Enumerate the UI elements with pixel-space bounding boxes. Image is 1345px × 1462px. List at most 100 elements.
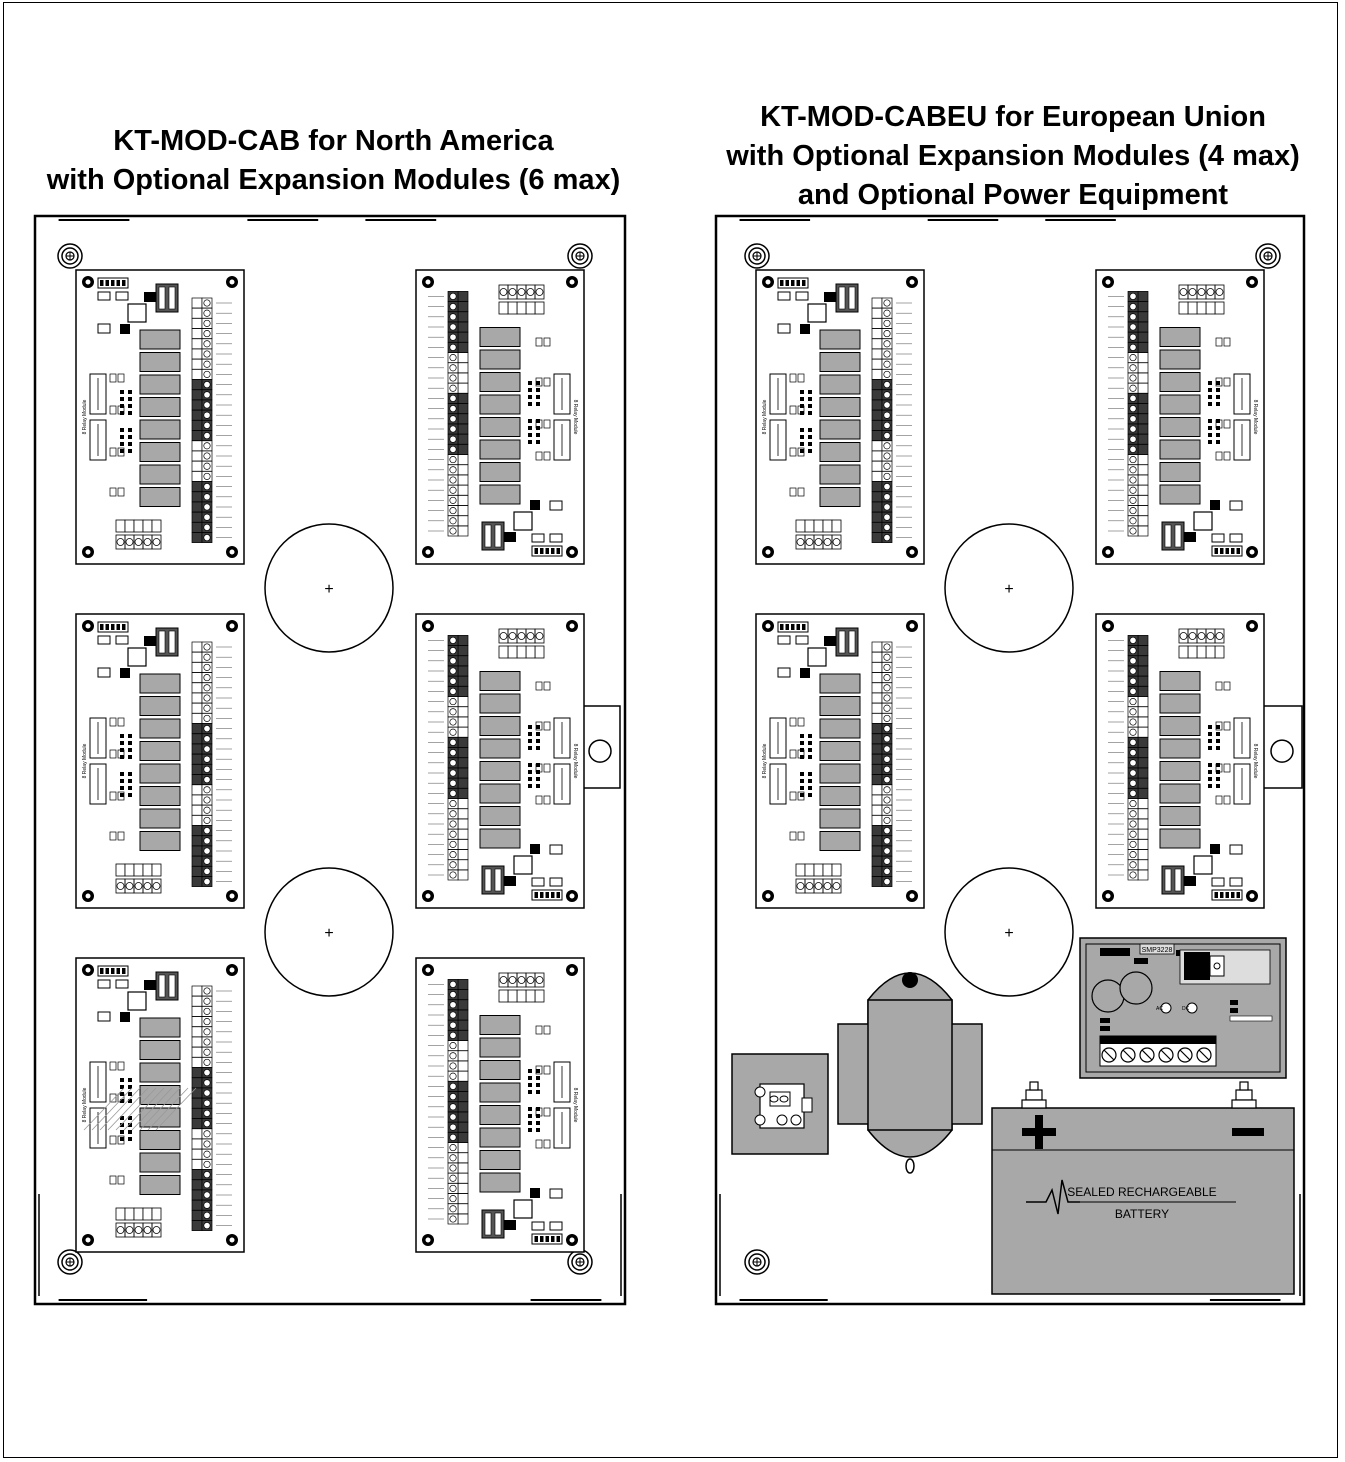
terminal-screw xyxy=(115,519,126,533)
relay xyxy=(479,806,521,826)
cabinet-title-eu-line3: and Optional Power Equipment xyxy=(797,179,1229,211)
terminal-cell xyxy=(191,297,203,309)
terminal-cell xyxy=(191,1057,203,1068)
terminal-cell xyxy=(871,460,883,472)
module-label: 8 Relay Module xyxy=(572,1088,578,1123)
relay xyxy=(819,786,861,806)
terminal-cell xyxy=(457,342,469,353)
terminal-cell xyxy=(1137,757,1149,769)
terminal-cell xyxy=(871,713,883,724)
terminal-cell xyxy=(457,869,469,881)
terminal-cell xyxy=(871,723,883,734)
relay xyxy=(1159,716,1201,736)
terminal-cell xyxy=(1137,474,1149,486)
terminal-cell xyxy=(191,409,203,421)
terminal-cell xyxy=(457,393,469,404)
relay xyxy=(1159,806,1201,826)
regulator-chip xyxy=(513,1199,533,1219)
terminal-cell xyxy=(1137,849,1149,860)
relay xyxy=(1159,417,1201,437)
terminal-cell xyxy=(1137,716,1149,728)
terminal-cell xyxy=(871,369,883,380)
relay xyxy=(1159,462,1201,482)
terminal-cell xyxy=(457,777,469,789)
relay xyxy=(1159,394,1201,415)
terminal-cell xyxy=(871,651,883,663)
terminal-screw xyxy=(795,519,806,533)
relay xyxy=(479,372,521,392)
terminal-cell xyxy=(1137,635,1149,646)
terminal-cell xyxy=(457,798,469,809)
terminal-cell xyxy=(191,1128,203,1140)
terminal-screw xyxy=(498,301,509,315)
relay xyxy=(479,349,521,370)
ac-label: AC xyxy=(1156,1006,1163,1012)
terminal-cell xyxy=(871,855,883,867)
module-label: 8 Relay Module xyxy=(82,1087,88,1122)
relay xyxy=(819,329,861,350)
terminal-cell xyxy=(191,460,203,472)
terminal-screw xyxy=(1178,301,1189,315)
battery-symbol xyxy=(1026,1179,1080,1215)
terminal-cell xyxy=(191,995,203,1007)
terminal-cell xyxy=(871,471,883,482)
terminal-cell xyxy=(457,1030,469,1041)
terminal-cell xyxy=(1137,655,1149,667)
terminal-cell xyxy=(1137,311,1149,323)
terminal-cell xyxy=(191,1179,203,1191)
relay xyxy=(819,673,861,694)
relay xyxy=(819,808,861,829)
terminal-cell xyxy=(871,784,883,796)
terminal-cell xyxy=(1137,362,1149,374)
relay xyxy=(139,329,181,350)
relay xyxy=(819,696,861,716)
terminal-screw xyxy=(795,863,806,877)
relay xyxy=(479,1127,521,1148)
terminal-cell xyxy=(871,774,883,785)
terminal-cell xyxy=(457,505,469,516)
terminal-cell xyxy=(457,1111,469,1123)
terminal-screw xyxy=(804,519,815,533)
terminal-cell xyxy=(871,743,883,755)
terminal-screw xyxy=(1205,645,1216,659)
regulator-chip xyxy=(513,511,533,531)
terminal-cell xyxy=(457,716,469,728)
terminal-cell xyxy=(457,1060,469,1072)
terminal-cell xyxy=(457,696,469,707)
terminal-cell xyxy=(191,1067,203,1078)
relay xyxy=(1159,761,1201,781)
terminal-cell xyxy=(191,1210,203,1221)
terminal-cell xyxy=(1137,291,1149,302)
terminal-cell xyxy=(871,641,883,653)
module-label: 8 Relay Module xyxy=(572,744,578,779)
terminal-cell xyxy=(1137,393,1149,404)
terminal-screw xyxy=(516,989,527,1003)
terminal-cell xyxy=(457,484,469,496)
door-hinge xyxy=(1261,705,1303,789)
terminal-cell xyxy=(871,318,883,329)
relay xyxy=(1159,372,1201,392)
terminal-cell xyxy=(871,522,883,533)
terminal-cell xyxy=(191,1159,203,1170)
relay xyxy=(479,394,521,415)
relay xyxy=(1159,783,1201,804)
battery-terminal xyxy=(1235,1089,1253,1101)
relay xyxy=(479,1082,521,1103)
terminal-cell xyxy=(457,382,469,394)
terminal-cell xyxy=(871,430,883,441)
relay xyxy=(819,741,861,761)
terminal-cell xyxy=(457,757,469,769)
battery-label-line2: BATTERY xyxy=(1115,1207,1169,1221)
terminal-cell xyxy=(871,682,883,694)
knockout-hole xyxy=(264,867,394,997)
terminal-cell xyxy=(457,788,469,799)
relay xyxy=(1159,828,1201,849)
terminal-cell xyxy=(871,501,883,513)
transformer-winding xyxy=(837,1023,873,1125)
terminal-cell xyxy=(871,307,883,319)
terminal-cell xyxy=(191,1189,203,1201)
terminal-cell xyxy=(191,318,203,329)
terminal-cell xyxy=(1137,454,1149,465)
terminal-cell xyxy=(457,655,469,667)
